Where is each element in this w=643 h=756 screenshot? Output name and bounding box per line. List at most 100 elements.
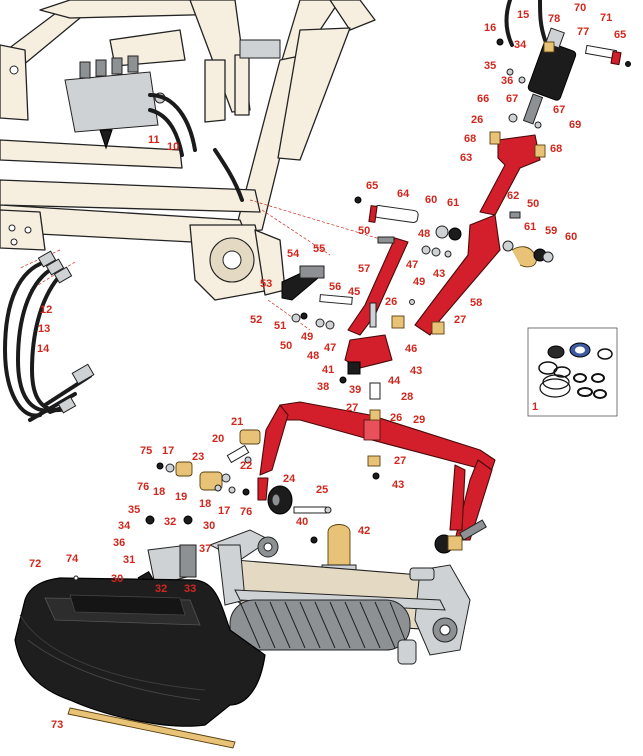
callout-49b: 49 — [301, 331, 313, 343]
callout-16: 16 — [484, 22, 496, 34]
callout-35b: 35 — [128, 504, 140, 516]
callout-18a: 18 — [153, 486, 165, 498]
callout-labels: 1 10 11 12 13 14 15 16 17 17 18 18 19 20… — [29, 2, 626, 731]
callout-25: 25 — [316, 484, 328, 496]
callout-34a: 34 — [514, 39, 527, 51]
callout-37: 37 — [199, 543, 211, 555]
mounting-bracket — [281, 265, 353, 330]
callout-40: 40 — [296, 516, 308, 528]
callout-27b: 27 — [346, 402, 358, 414]
callout-54: 54 — [287, 248, 300, 260]
carrier-frame — [257, 401, 496, 554]
callout-38: 38 — [317, 381, 329, 393]
callout-43a: 43 — [433, 268, 445, 280]
callout-48b: 48 — [307, 350, 319, 362]
callout-50c: 50 — [280, 340, 292, 352]
lift-cylinder — [496, 0, 631, 125]
callout-12: 12 — [40, 304, 52, 316]
callout-47b: 47 — [324, 342, 336, 354]
callout-34b: 34 — [118, 520, 131, 532]
callout-67a: 67 — [506, 93, 518, 105]
callout-27a: 27 — [454, 314, 466, 326]
callout-71: 71 — [600, 12, 612, 24]
callout-59: 59 — [545, 225, 557, 237]
callout-41: 41 — [322, 364, 334, 376]
callout-26b: 26 — [385, 296, 397, 308]
traction-frame — [0, 0, 376, 301]
roller — [267, 485, 332, 515]
callout-28: 28 — [401, 391, 413, 403]
cutting-unit — [208, 529, 471, 665]
lift-hook — [310, 524, 357, 572]
callout-32b: 32 — [155, 583, 167, 595]
callout-73: 73 — [51, 719, 63, 731]
callout-13: 13 — [38, 323, 50, 335]
callout-50a: 50 — [358, 225, 370, 237]
callout-39: 39 — [349, 384, 361, 396]
callout-30a: 30 — [203, 520, 215, 532]
callout-48a: 48 — [418, 228, 430, 240]
callout-76b: 76 — [240, 506, 252, 518]
callout-17b: 17 — [218, 505, 230, 517]
callout-1: 1 — [532, 401, 538, 413]
grass-shield — [14, 575, 266, 727]
callout-18b: 18 — [199, 498, 211, 510]
callout-22: 22 — [240, 460, 252, 472]
bearing-housing-parts — [156, 429, 261, 496]
seal-kit-icon — [527, 327, 618, 417]
callout-43c: 43 — [392, 479, 404, 491]
callout-31: 31 — [123, 554, 135, 566]
callout-43b: 43 — [410, 365, 422, 377]
callout-56: 56 — [329, 281, 341, 293]
callout-26c: 26 — [390, 412, 402, 424]
callout-51: 51 — [274, 320, 286, 332]
hydraulic-manifold — [64, 55, 244, 202]
callout-60b: 60 — [565, 231, 577, 243]
callout-46: 46 — [405, 343, 417, 355]
callout-33: 33 — [184, 583, 196, 595]
callout-68b: 68 — [550, 143, 562, 155]
callout-61b: 61 — [524, 221, 536, 233]
callout-53: 53 — [260, 278, 272, 290]
callout-70: 70 — [574, 2, 586, 14]
bedbar-strip — [67, 707, 236, 749]
callout-74: 74 — [66, 553, 79, 565]
hydraulic-hoses — [2, 250, 95, 422]
callout-78: 78 — [548, 13, 560, 25]
callout-17a: 17 — [162, 445, 174, 457]
callout-66: 66 — [477, 93, 489, 105]
callout-61a: 61 — [447, 197, 459, 209]
callout-35a: 35 — [484, 60, 496, 72]
callout-62: 62 — [507, 190, 519, 202]
pivot-pin-assembly — [354, 196, 554, 268]
callout-19: 19 — [175, 491, 187, 503]
callout-72: 72 — [29, 558, 41, 570]
callout-21: 21 — [231, 416, 243, 428]
callout-36b: 36 — [113, 537, 125, 549]
callout-63: 63 — [460, 152, 472, 164]
callout-23: 23 — [192, 451, 204, 463]
callout-26a: 26 — [471, 114, 483, 126]
callout-75: 75 — [140, 445, 152, 457]
callout-65a: 65 — [614, 29, 626, 41]
callout-64: 64 — [397, 188, 410, 200]
callout-58: 58 — [470, 297, 482, 309]
callout-76a: 76 — [137, 481, 149, 493]
callout-50b: 50 — [527, 198, 539, 210]
hydraulic-motor — [134, 515, 197, 589]
callout-24: 24 — [283, 473, 296, 485]
callout-55: 55 — [313, 243, 325, 255]
callout-49a: 49 — [413, 276, 425, 288]
callout-47a: 47 — [406, 259, 418, 271]
callout-32a: 32 — [164, 516, 176, 528]
callout-44: 44 — [388, 375, 401, 387]
callout-67b: 67 — [553, 104, 565, 116]
callout-20: 20 — [212, 433, 224, 445]
callout-10: 10 — [167, 141, 179, 153]
callout-27c: 27 — [394, 455, 406, 467]
callout-52: 52 — [250, 314, 262, 326]
callout-14: 14 — [37, 343, 50, 355]
callout-45: 45 — [348, 286, 360, 298]
callout-30b: 30 — [111, 573, 123, 585]
callout-15: 15 — [517, 9, 529, 21]
